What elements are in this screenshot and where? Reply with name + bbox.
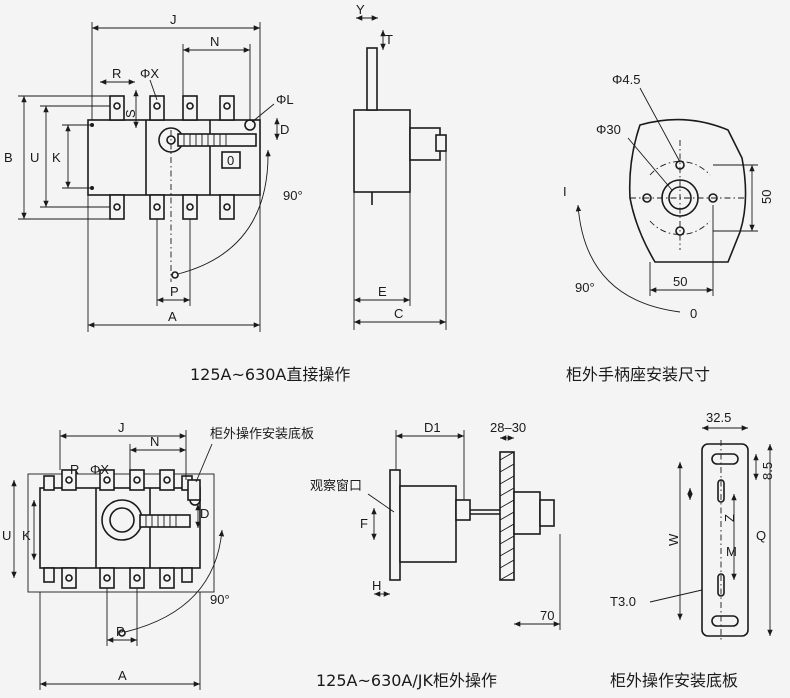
callout-base-plate: 柜外操作安装底板 <box>210 426 314 442</box>
dim-Q: Q <box>756 528 766 543</box>
caption-base-plate: 柜外操作安装底板 <box>610 671 738 690</box>
dim-Z: Z <box>722 514 737 522</box>
dim-C: C <box>394 306 403 321</box>
dim-32-5: 32.5 <box>706 410 731 425</box>
caption-direct-operation: 125A~630A直接操作 <box>190 365 350 384</box>
dim-U: U <box>30 150 39 165</box>
callout-observation-window: 观察窗口 <box>310 478 362 494</box>
dim-phi-30: Φ30 <box>596 122 621 137</box>
dim-phi-l: ΦL <box>276 92 294 107</box>
position-one-label: I <box>563 184 567 199</box>
jk-side-body <box>399 485 457 563</box>
jk-dim-A: A <box>118 668 127 683</box>
handle-bar <box>177 133 257 147</box>
dim-phi-4-5: Φ4.5 <box>612 72 640 87</box>
jk-dim-P: P <box>116 624 125 639</box>
base-plate-view: 32.5 8.5 W Z M Q T3.0 <box>610 410 775 640</box>
jk-external-handle <box>513 491 541 535</box>
caption-handle-seat: 柜外手柄座安装尺寸 <box>566 365 710 384</box>
side-body <box>353 109 411 193</box>
bottom-terminals <box>109 194 235 220</box>
dim-Y: Y <box>356 2 365 17</box>
front-view-jk: J N R ΦX D 柜外操作安装底板 U K P A 90° <box>2 420 314 690</box>
dim-D: D <box>280 122 289 137</box>
jk-top-terminals <box>43 469 193 491</box>
front-view-direct: 0 J N R ΦX S ΦL D B U K <box>4 12 303 332</box>
zero-indicator <box>221 151 241 169</box>
jk-dim-D: D <box>200 506 209 521</box>
dim-90-angle-seat: 90° <box>575 280 595 295</box>
jk-plate <box>389 469 401 581</box>
base-plate-outline <box>701 443 749 637</box>
jk-dim-90-angle: 90° <box>210 592 230 607</box>
jk-dim-J: J <box>118 420 125 435</box>
dim-R: R <box>112 66 121 81</box>
dim-8-5: 8.5 <box>760 462 775 480</box>
dim-N: N <box>210 34 219 49</box>
side-view-jk: D1 28–30 观察窗口 F H 70 <box>310 420 561 630</box>
dim-P: P <box>170 284 179 299</box>
dim-50-horizontal: 50 <box>673 274 687 289</box>
dim-M: M <box>726 544 737 559</box>
jk-dim-phi-x: ΦX <box>90 462 109 477</box>
dim-J: J <box>170 12 177 27</box>
jk-dim-R: R <box>70 462 79 477</box>
jk-dim-U: U <box>2 528 11 543</box>
dim-phi-x: ΦX <box>140 66 159 81</box>
dim-90-angle: 90° <box>283 188 303 203</box>
dim-T: T <box>385 32 393 47</box>
jk-switch-body <box>39 487 201 569</box>
jk-dim-K: K <box>22 528 31 543</box>
handle-seat-view: Φ4.5 Φ30 50 50 I 90° 0 <box>563 72 774 321</box>
handle-seat-outline <box>628 118 747 263</box>
dim-E: E <box>378 284 387 299</box>
jk-bottom-terminals <box>43 567 193 589</box>
dim-B: B <box>4 150 13 165</box>
dim-50-vertical: 50 <box>759 190 774 204</box>
zero-indicator-label: 0 <box>227 153 234 168</box>
dim-T3-0: T3.0 <box>610 594 636 609</box>
dim-F: F <box>360 516 368 531</box>
dim-A: A <box>168 309 177 324</box>
dim-S: S <box>123 109 138 118</box>
dim-H: H <box>372 578 381 593</box>
dim-D1: D1 <box>424 420 441 435</box>
dim-70: 70 <box>540 608 554 623</box>
caption-jk-operation: 125A~630A/JK柜外操作 <box>316 671 497 690</box>
dim-K: K <box>52 150 61 165</box>
position-zero-label: 0 <box>690 306 697 321</box>
jk-dim-N: N <box>150 434 159 449</box>
dim-28-30: 28–30 <box>490 420 526 435</box>
top-terminals <box>109 95 235 121</box>
side-view-direct: Y T E C <box>353 2 447 330</box>
dim-W: W <box>666 533 681 546</box>
side-handle <box>366 47 378 111</box>
